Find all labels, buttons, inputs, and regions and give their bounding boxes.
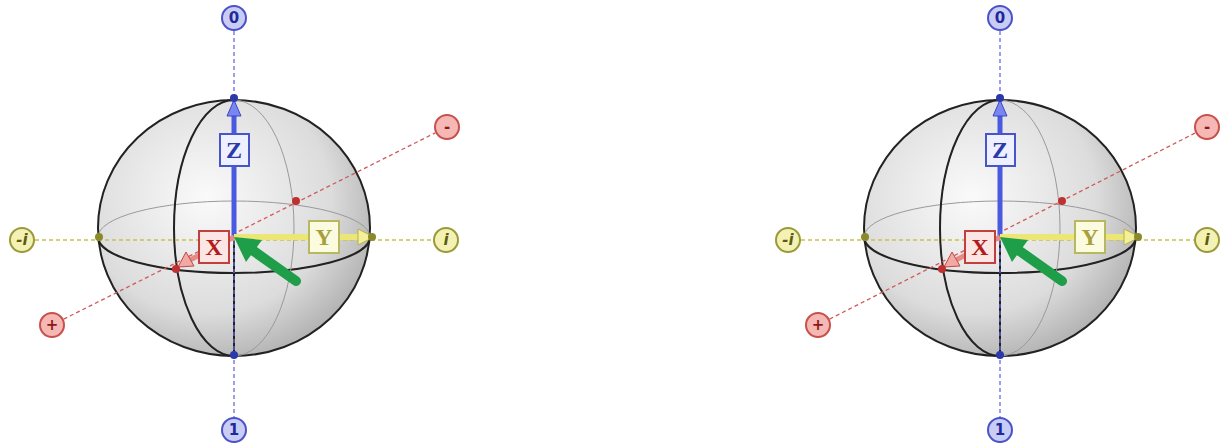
node-label: i [1204, 233, 1209, 248]
node-label: - [1204, 120, 1210, 135]
node-label: X [971, 235, 988, 259]
axis-label-box: Y [308, 220, 340, 254]
node-label: -i [16, 233, 27, 248]
axis-label-box: Y [1074, 220, 1106, 254]
axis-label-box: Z [219, 133, 250, 167]
basis-state-circle: - [434, 114, 460, 140]
node-label: X [205, 235, 222, 259]
node-label: 0 [229, 11, 239, 26]
axis-label-box: X [198, 230, 230, 264]
node-label: Y [1081, 225, 1098, 249]
basis-state-circle: 0 [221, 5, 247, 31]
basis-state-circle: 1 [987, 417, 1013, 443]
basis-state-circle: -i [775, 227, 801, 253]
node-label: Y [315, 225, 332, 249]
axis-label-box: Z [985, 133, 1016, 167]
node-label: 0 [995, 11, 1005, 26]
node-label: Z [226, 138, 242, 162]
basis-state-circle: i [433, 227, 459, 253]
vector-set [861, 94, 1142, 359]
node-label: Z [992, 138, 1008, 162]
basis-state-circle: - [1194, 114, 1220, 140]
node-label: + [46, 318, 59, 333]
node-label: 1 [995, 423, 1005, 438]
node-label: + [812, 318, 825, 333]
basis-state-circle: + [805, 312, 831, 338]
basis-state-circle: 0 [987, 5, 1013, 31]
basis-state-circle: 1 [221, 417, 247, 443]
axis-label-box: X [964, 230, 996, 264]
basis-state-circle: i [1194, 227, 1220, 253]
node-label: 1 [229, 423, 239, 438]
node-label: -i [782, 233, 793, 248]
node-label: - [444, 120, 450, 135]
axis-line [64, 133, 436, 319]
node-label: i [443, 233, 448, 248]
basis-state-circle: -i [9, 227, 35, 253]
axis-line [830, 133, 1196, 319]
basis-state-circle: + [39, 312, 65, 338]
vector-set [95, 94, 376, 359]
